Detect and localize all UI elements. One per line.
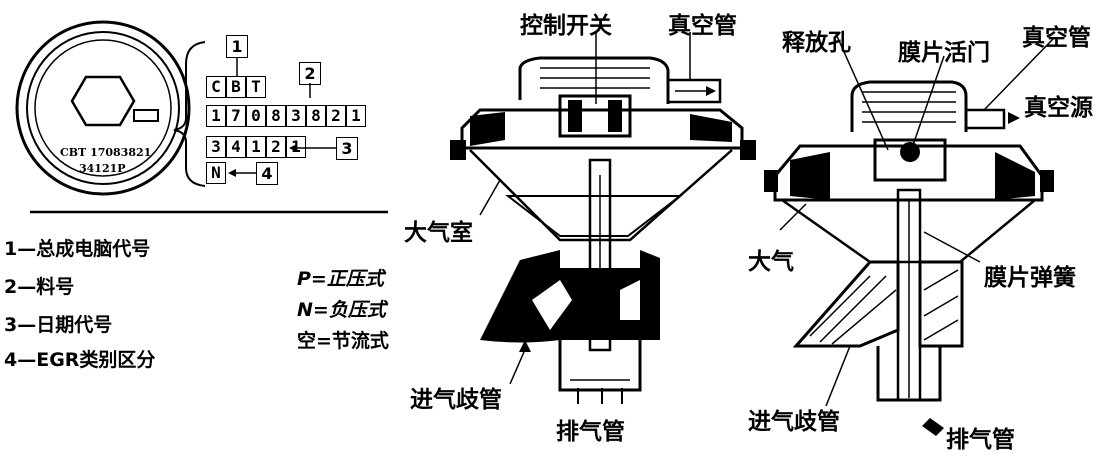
label-diaphragm-spring: 膜片弹簧 bbox=[984, 265, 1076, 291]
callout-3: 3 bbox=[336, 137, 358, 160]
code-cell: 3 bbox=[206, 136, 226, 158]
label-exhaust-pipe-1: 排气管 bbox=[556, 419, 625, 445]
code-cell: 1 bbox=[206, 105, 226, 127]
code-cell: 8 bbox=[266, 105, 286, 127]
legend-item-4: 4—EGR类别区分 bbox=[4, 349, 156, 371]
legend-item-1: 1—总成电脑代号 bbox=[4, 238, 151, 260]
code-cell: 1 bbox=[246, 136, 266, 158]
code-cell: B bbox=[226, 76, 246, 98]
legend-item-3: 3—日期代号 bbox=[4, 314, 113, 336]
code-cell: 7 bbox=[226, 105, 246, 127]
type-negative: N=负压式 bbox=[297, 299, 386, 321]
type-positive: P=正压式 bbox=[297, 268, 384, 290]
label-exhaust-pipe-2: 排气管 bbox=[946, 427, 1015, 453]
code-cell: 8 bbox=[306, 105, 326, 127]
code-cell: 3 bbox=[286, 105, 306, 127]
label-release-hole: 释放孔 bbox=[782, 30, 851, 56]
label-vacuum-tube-1: 真空管 bbox=[668, 13, 737, 39]
label-atm-chamber: 大气室 bbox=[404, 220, 473, 246]
callout-2: 2 bbox=[299, 62, 321, 85]
code-cell: 1 bbox=[286, 136, 306, 158]
callout-4: 4 bbox=[256, 162, 278, 185]
label-intake-manifold-1: 进气歧管 bbox=[410, 387, 502, 413]
code-cell: 0 bbox=[246, 105, 266, 127]
callout-1: 1 bbox=[226, 35, 248, 58]
code-cell: 2 bbox=[266, 136, 286, 158]
code-cell: T bbox=[246, 76, 266, 98]
label-vacuum-tube-2: 真空管 bbox=[1022, 25, 1091, 51]
label-intake-manifold-2: 进气歧管 bbox=[748, 409, 840, 435]
legend-item-2: 2—料号 bbox=[4, 276, 75, 298]
label-atmosphere: 大气 bbox=[748, 249, 794, 275]
label-diaphragm-valve: 膜片活门 bbox=[898, 40, 990, 66]
code-cell: C bbox=[206, 76, 226, 98]
stamp-code-line1: CBT 17083821 bbox=[60, 146, 152, 159]
label-vacuum-source: 真空源 bbox=[1024, 95, 1093, 121]
type-throttle: 空=节流式 bbox=[297, 330, 389, 352]
label-control-switch: 控制开关 bbox=[520, 13, 612, 39]
code-cell: N bbox=[206, 162, 226, 184]
code-cell: 4 bbox=[226, 136, 246, 158]
code-cell: 1 bbox=[346, 105, 366, 127]
code-cell: 2 bbox=[326, 105, 346, 127]
stamp-code-line2: 34121P bbox=[79, 162, 126, 175]
